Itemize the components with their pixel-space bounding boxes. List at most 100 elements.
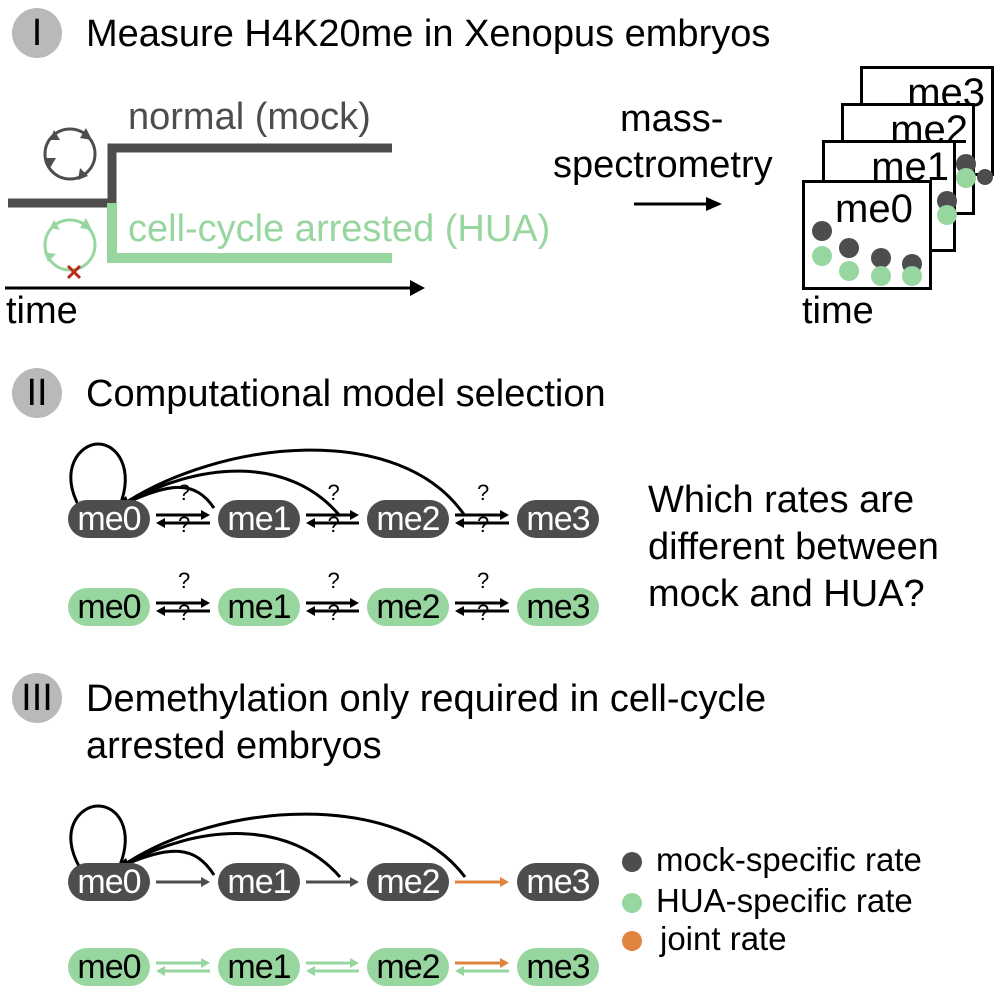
self-loop-arrow (69, 804, 127, 869)
mock-label: normal (mock) (128, 96, 371, 138)
forward-rate-arrowhead (500, 510, 509, 520)
me3-to-me0-arc (121, 448, 467, 517)
reverse-rate-unknown: ? (178, 512, 191, 537)
node-me1: me1 (218, 948, 300, 986)
reverse-rate-unknown: ? (327, 600, 340, 625)
hua-data-point (956, 168, 976, 188)
hua-step-line (107, 203, 392, 263)
question-line-2: different between (648, 526, 939, 568)
forward-rate-unknown: ? (477, 480, 490, 505)
reverse-rate-arrowhead (156, 606, 165, 616)
hua-data-point (812, 246, 832, 266)
reverse-rate-unknown: ? (477, 512, 490, 537)
hua-data-point (839, 261, 859, 281)
forward-rate-arrowhead (201, 510, 210, 520)
time-axis-arrowhead (410, 280, 425, 296)
forward-rate-unknown: ? (327, 568, 340, 593)
legend-dot-hua (622, 893, 642, 913)
panel-time-label: time (802, 290, 874, 332)
legend-dot-mock (622, 852, 642, 872)
forward-rate-unknown: ? (477, 568, 490, 593)
section-3-title-line1: Demethylation only required in cell-cycl… (86, 678, 767, 720)
node-me0: me0 (68, 500, 150, 538)
time-axis-label: time (6, 290, 78, 332)
hua-label: cell-cycle arrested (HUA) (128, 208, 551, 250)
section-2-badge: II (12, 368, 62, 418)
hua-data-point (937, 205, 957, 225)
reverse-rate-arrowhead (156, 518, 165, 528)
reverse-rate-arrowhead (455, 606, 464, 616)
equilibrium-arrows (156, 510, 509, 616)
forward-rate-arrowhead (350, 510, 359, 520)
mock-data-point (871, 248, 891, 268)
forward-rate-arrowhead (500, 958, 509, 968)
method-label-line1: mass- (620, 98, 724, 140)
me3-to-me0-arc (121, 812, 467, 878)
forward-rate-arrowhead (201, 958, 210, 968)
mock-data-point (839, 238, 859, 258)
forward-rate-arrowhead (201, 598, 210, 608)
legend-label-joint: joint rate (660, 920, 787, 957)
me2-to-me0-arc (121, 469, 342, 517)
node-me2: me2 (367, 500, 449, 538)
method-label-line2: spectrometry (553, 144, 773, 186)
node-me2: me2 (367, 948, 449, 986)
node-me3: me3 (517, 500, 599, 538)
question-line-1: Which rates are (648, 479, 915, 521)
section-2-title: Computational model selection (86, 373, 606, 415)
transition-arrows (156, 877, 509, 976)
hua-data-point (902, 266, 922, 286)
hua-data-point (871, 266, 891, 286)
node-me1: me1 (218, 500, 300, 538)
self-loop-arrow (69, 442, 127, 509)
panel-me0: me0 (802, 180, 932, 290)
legend-dot-joint (622, 931, 642, 951)
forward-rate-arrowhead (350, 877, 359, 887)
node-me0: me0 (68, 948, 150, 986)
me2-to-me0-arc (121, 832, 342, 878)
node-me0: me0 (68, 863, 150, 901)
x-mark-icon (66, 264, 82, 280)
forward-rate-unknown: ? (327, 480, 340, 505)
section-3-badge: III (12, 673, 62, 723)
mock-data-point (812, 221, 832, 241)
legend-label-mock: mock-specific rate (656, 841, 922, 878)
forward-rate-unknown: ? (178, 480, 191, 505)
node-me3: me3 (517, 588, 599, 626)
me1-to-me0-arc (121, 849, 216, 876)
reverse-rate-arrowhead (306, 518, 315, 528)
mock-step-line (8, 143, 392, 208)
reverse-rate-unknown: ? (477, 600, 490, 625)
forward-rate-arrowhead (500, 877, 509, 887)
node-me3: me3 (517, 863, 599, 901)
reverse-rate-arrowhead (156, 966, 165, 976)
forward-rate-arrowhead (350, 598, 359, 608)
forward-rate-arrowhead (201, 877, 210, 887)
reverse-rate-arrowhead (455, 966, 464, 976)
forward-rate-arrowhead (350, 958, 359, 968)
forward-rate-arrowhead (500, 598, 509, 608)
node-me2: me2 (367, 588, 449, 626)
legend-label-hua: HUA-specific rate (656, 882, 913, 919)
reverse-rate-unknown: ? (178, 600, 191, 625)
mass-spec-arrowhead (706, 197, 722, 211)
forward-rate-unknown: ? (178, 568, 191, 593)
reverse-rate-arrowhead (306, 606, 315, 616)
node-me1: me1 (218, 863, 300, 901)
cycle-arrows-icon (43, 127, 97, 181)
section-1-badge: I (12, 8, 62, 58)
question-line-3: mock and HUA? (648, 573, 925, 615)
cycle-arrows-arrested-icon (43, 218, 97, 272)
reverse-rate-unknown: ? (327, 512, 340, 537)
reverse-rate-arrowhead (306, 966, 315, 976)
mock-data-point (977, 169, 993, 185)
node-me0: me0 (68, 588, 150, 626)
node-me1: me1 (218, 588, 300, 626)
section-3-title-line2: arrested embryos (86, 725, 382, 767)
node-me3: me3 (517, 948, 599, 986)
section-1-title: Measure H4K20me in Xenopus embryos (86, 13, 771, 55)
panel-title: me0 (835, 187, 913, 231)
reverse-rate-arrowhead (455, 518, 464, 528)
